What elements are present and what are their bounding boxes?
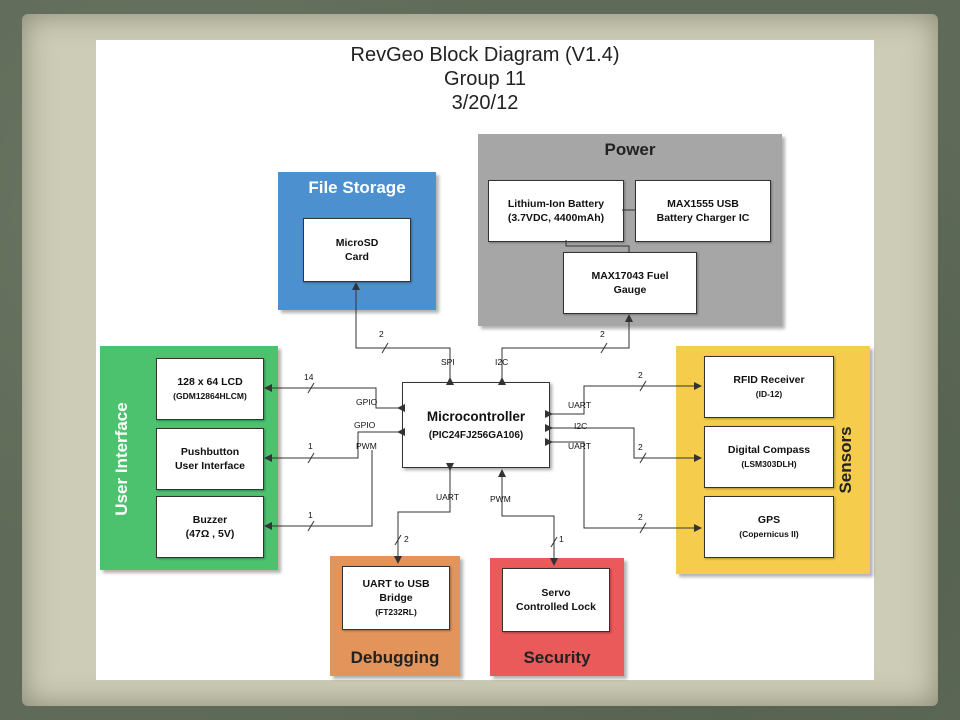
bus-width-buzzer: 1	[308, 510, 313, 520]
battery-label-1: Lithium-Ion Battery	[507, 198, 605, 210]
diagram-date: 3/20/12	[451, 92, 519, 114]
lcd-label: 128 x 64 LCD	[177, 376, 243, 388]
bus-mark-gps	[639, 522, 647, 534]
gps-block: GPS (Copernicus II)	[704, 496, 834, 558]
connection-wires	[264, 209, 702, 566]
rfid-block: RFID Receiver (ID-12)	[704, 356, 834, 418]
microsd-card-block: MicroSD Card	[303, 218, 411, 282]
label-i2c-right: I2C	[574, 421, 588, 431]
bus-width-compass: 2	[638, 442, 643, 452]
pushbutton-label-1: Pushbutton	[180, 446, 240, 458]
bus-width-servo: 1	[559, 534, 564, 544]
bus-mark-spi	[381, 342, 389, 354]
fuel-gauge-label-2: Gauge	[613, 284, 647, 296]
bus-mark-buzzer	[307, 520, 315, 532]
charger-label-1: MAX1555 USB	[667, 198, 739, 210]
diagram-group: Group 11	[444, 68, 526, 90]
bus-width-pushbutton: 1	[308, 441, 313, 451]
buzzer-label-1: Buzzer	[192, 514, 228, 526]
bus-mark-pushbutton	[307, 452, 315, 464]
label-uart-right-2: UART	[568, 441, 591, 451]
bus-width-lcd: 14	[304, 372, 314, 382]
group-title-file-storage: File Storage	[308, 178, 406, 197]
compass-label: Digital Compass	[727, 444, 811, 456]
servo-label-2: Controlled Lock	[516, 601, 596, 613]
label-uart-bottom: UART	[436, 492, 459, 502]
lcd-block: 128 x 64 LCD (GDM12864HLCM)	[156, 358, 264, 420]
uart-usb-block: UART to USB Bridge (FT232RL)	[342, 566, 450, 630]
wire-debug	[394, 463, 454, 564]
wire-spi	[352, 282, 454, 385]
bus-mark-servo	[550, 536, 558, 548]
slide-canvas: RevGeo Block Diagram (V1.4) Group 11 3/2…	[96, 40, 874, 680]
bus-width-i2c: 2	[600, 329, 605, 339]
charger-block: MAX1555 USB Battery Charger IC	[635, 180, 771, 242]
wire-i2c-top	[498, 314, 633, 385]
wire-buzzer	[264, 450, 373, 530]
bus-mark-debug	[394, 534, 402, 546]
fuel-gauge-label-1: MAX17043 Fuel	[591, 270, 669, 282]
label-uart-right-1: UART	[568, 400, 591, 410]
bus-width-debug: 2	[404, 534, 409, 544]
pushbutton-block: Pushbutton User Interface	[156, 428, 264, 490]
bus-width-rfid: 2	[638, 370, 643, 380]
buzzer-block: Buzzer (47Ω , 5V)	[156, 496, 264, 558]
uart-usb-label-1: UART to USB	[362, 578, 430, 590]
group-title-debugging: Debugging	[350, 648, 440, 667]
rfid-label: RFID Receiver	[733, 374, 805, 386]
gps-label: GPS	[757, 514, 781, 526]
group-title-power: Power	[604, 140, 656, 159]
rfid-part: (ID-12)	[755, 389, 783, 399]
fuel-gauge-block: MAX17043 Fuel Gauge	[563, 252, 697, 314]
bus-mark-lcd	[307, 382, 315, 394]
bus-mark-rfid	[639, 380, 647, 392]
compass-part: (LSM303DLH)	[741, 459, 797, 469]
wire-pushbutton	[264, 428, 405, 462]
label-i2c-top: I2C	[495, 357, 509, 367]
microsd-label-2: Card	[345, 251, 369, 263]
buzzer-label-2: (47Ω , 5V)	[185, 528, 235, 540]
gps-part: (Copernicus II)	[739, 529, 799, 539]
charger-label-2: Battery Charger IC	[656, 212, 750, 224]
bus-mark-i2c	[600, 342, 608, 354]
microsd-label-1: MicroSD	[335, 237, 379, 249]
diagram-title: RevGeo Block Diagram (V1.4)	[350, 44, 620, 66]
wire-lcd	[264, 384, 405, 412]
microcontroller-label: Microcontroller	[426, 409, 526, 424]
servo-label-1: Servo	[541, 587, 571, 599]
compass-block: Digital Compass (LSM303DLH)	[704, 426, 834, 488]
bus-mark-compass	[639, 452, 647, 464]
bus-width-spi: 2	[379, 329, 384, 339]
pushbutton-label-2: User Interface	[174, 460, 246, 472]
battery-label-2: (3.7VDC, 4400mAh)	[507, 212, 605, 224]
wire-gps	[545, 438, 702, 532]
label-gpio-2: GPIO	[354, 420, 376, 430]
label-spi: SPI	[441, 357, 455, 367]
wire-battery-fuel	[565, 240, 630, 252]
label-pwm-left: PWM	[356, 441, 377, 451]
uart-usb-label-2: Bridge	[379, 592, 413, 604]
group-title-security: Security	[523, 648, 591, 667]
bus-width-gps: 2	[638, 512, 643, 522]
battery-block: Lithium-Ion Battery (3.7VDC, 4400mAh)	[488, 180, 624, 242]
label-pwm-bottom: PWM	[490, 494, 511, 504]
servo-block: Servo Controlled Lock	[502, 568, 610, 632]
wire-servo	[501, 510, 558, 566]
lcd-part: (GDM12864HLCM)	[173, 391, 247, 401]
uart-usb-part: (FT232RL)	[375, 607, 417, 617]
microcontroller-part: (PIC24FJ256GA106)	[428, 430, 524, 441]
label-gpio-1: GPIO	[356, 397, 378, 407]
